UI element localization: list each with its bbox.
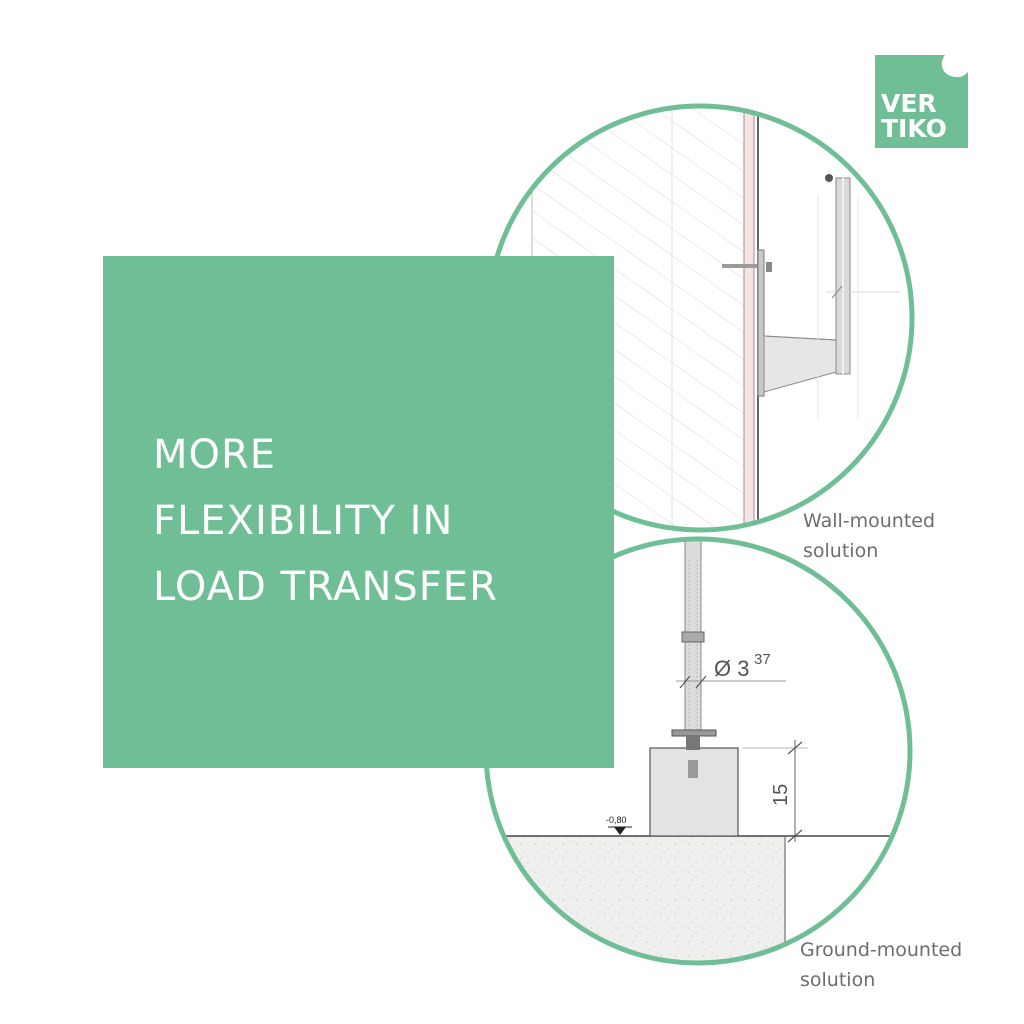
logo-wordmark: VER TIKO [881,91,947,141]
wall-caption-line-2: solution [803,540,879,562]
logo-badge-shape [875,55,968,148]
headline-line-2: FLEXIBILITY IN [153,498,454,544]
diameter-superscript: 37 [754,651,771,668]
wall-mounted-caption: Wall-mounted solution [803,506,935,566]
headline-line-1: MORE [153,432,277,478]
ground-caption-line-2: solution [800,969,876,991]
level-marker-label: -0,80 [606,815,627,825]
headline: MORE FLEXIBILITY IN LOAD TRANSFER [153,422,498,620]
headline-line-3: LOAD TRANSFER [153,564,498,610]
diameter-label: Ø 3 [714,656,749,681]
ground-caption-line-1: Ground-mounted [800,939,963,961]
wall-caption-line-1: Wall-mounted [803,510,936,532]
logo-line-1: VER [881,89,937,118]
vertiko-logo: VER TIKO [875,55,968,148]
headline-panel: MORE FLEXIBILITY IN LOAD TRANSFER [103,256,614,768]
ground-mounted-caption: Ground-mounted solution [800,935,962,995]
logo-line-2: TIKO [881,114,947,143]
height-dimension-label: 15 [770,784,792,806]
